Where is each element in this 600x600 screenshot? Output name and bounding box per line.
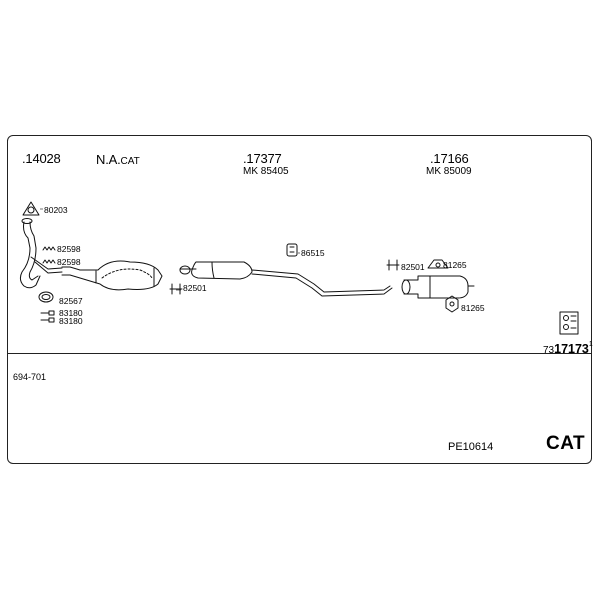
part-label: 83180 [59, 308, 83, 318]
part-label: 82598 [57, 244, 81, 254]
kit-number-prefix: 73 [543, 345, 555, 356]
spring-icon [42, 246, 56, 264]
part-label: 80203 [44, 205, 68, 215]
catalytic-converter-icon [61, 260, 163, 291]
pipe-clamp-icon [386, 259, 400, 271]
middle-silencer-icon [179, 261, 253, 280]
header-mk-number: MK 85009 [426, 166, 472, 177]
cat-badge: CAT [546, 433, 586, 454]
bolt-icon [40, 310, 55, 323]
header-mk-number: MK 85405 [243, 166, 289, 177]
part-label: 82501 [183, 283, 207, 293]
part-label: 82567 [59, 296, 83, 306]
kit-number: 73171731 [543, 341, 593, 357]
rubber-mount-icon [286, 243, 298, 257]
part-label: 82598 [57, 257, 81, 267]
sealing-ring-icon [38, 291, 54, 303]
kit-number-main: 17173 [554, 342, 589, 356]
header-part-number: .17166 [430, 151, 469, 166]
part-label: 81265 [461, 303, 485, 313]
mounting-kit-icon [559, 311, 579, 335]
header-cat-label-main: N.A. [96, 152, 121, 167]
header-part-number: .14028 [22, 151, 61, 166]
diagram-frame [7, 135, 592, 464]
pipe-clamp-icon [169, 283, 183, 295]
intermediate-pipe-icon [251, 269, 393, 297]
frame-divider [8, 353, 592, 354]
header-cat-label: N.A.CAT [96, 152, 140, 168]
kit-number-suffix: 1 [588, 341, 593, 348]
footer-left-code: 694-701 [13, 372, 47, 382]
rubber-mount-icon [427, 259, 449, 269]
header-part-number: .17377 [243, 151, 282, 166]
header-cat-label-suffix: CAT [120, 156, 140, 167]
part-label: 81265 [443, 260, 467, 270]
rear-silencer-icon [401, 275, 475, 299]
part-label: 83180 [59, 316, 83, 326]
part-label: 86515 [301, 248, 325, 258]
product-code: PE10614 [448, 441, 494, 453]
part-label: 82501 [401, 262, 425, 272]
rubber-mount-icon [445, 295, 459, 313]
front-pipe-icon [19, 218, 63, 289]
gasket-triangle-icon [22, 201, 40, 216]
